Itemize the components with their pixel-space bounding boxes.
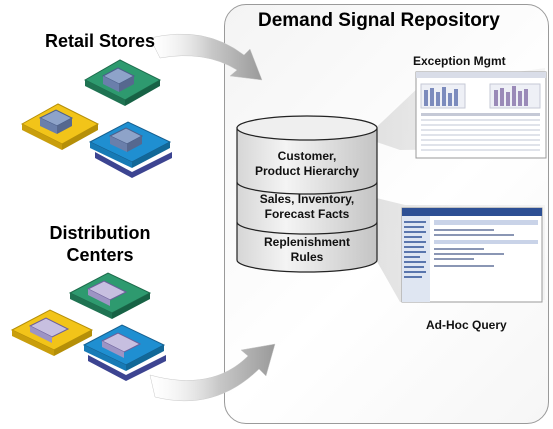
cylinder-section-2-line-1: Sales, Inventory, xyxy=(260,192,354,206)
distribution-to-repository-arrow xyxy=(149,343,276,402)
distribution-centers-cluster xyxy=(10,272,166,381)
exception-mgmt-label: Exception Mgmt xyxy=(413,54,506,68)
retail-to-repository-arrow xyxy=(149,33,263,81)
cylinder-section-1-line-2: Product Hierarchy xyxy=(255,164,359,178)
adhoc-query-label: Ad-Hoc Query xyxy=(426,318,507,332)
adhoc-query-screenshot xyxy=(401,207,543,303)
cylinder-section-2-line-2: Forecast Facts xyxy=(265,207,350,221)
exception-mgmt-screenshot xyxy=(415,71,547,159)
distribution-centers-label: Distribution Centers xyxy=(48,222,152,266)
retail-stores-cluster xyxy=(20,59,172,178)
repository-title: Demand Signal Repository xyxy=(258,10,500,31)
cylinder-section-3-line-2: Rules xyxy=(291,250,324,264)
retail-stores-label: Retail Stores xyxy=(45,31,156,51)
repository-database-cylinder: Customer, Product Hierarchy Sales, Inven… xyxy=(236,115,378,273)
distribution-centers-label-line-1: Distribution xyxy=(49,223,151,243)
distribution-centers-label-line-2: Centers xyxy=(66,245,134,265)
cylinder-section-1-line-1: Customer, xyxy=(278,149,337,163)
cylinder-section-3-line-1: Replenishment xyxy=(264,235,350,249)
